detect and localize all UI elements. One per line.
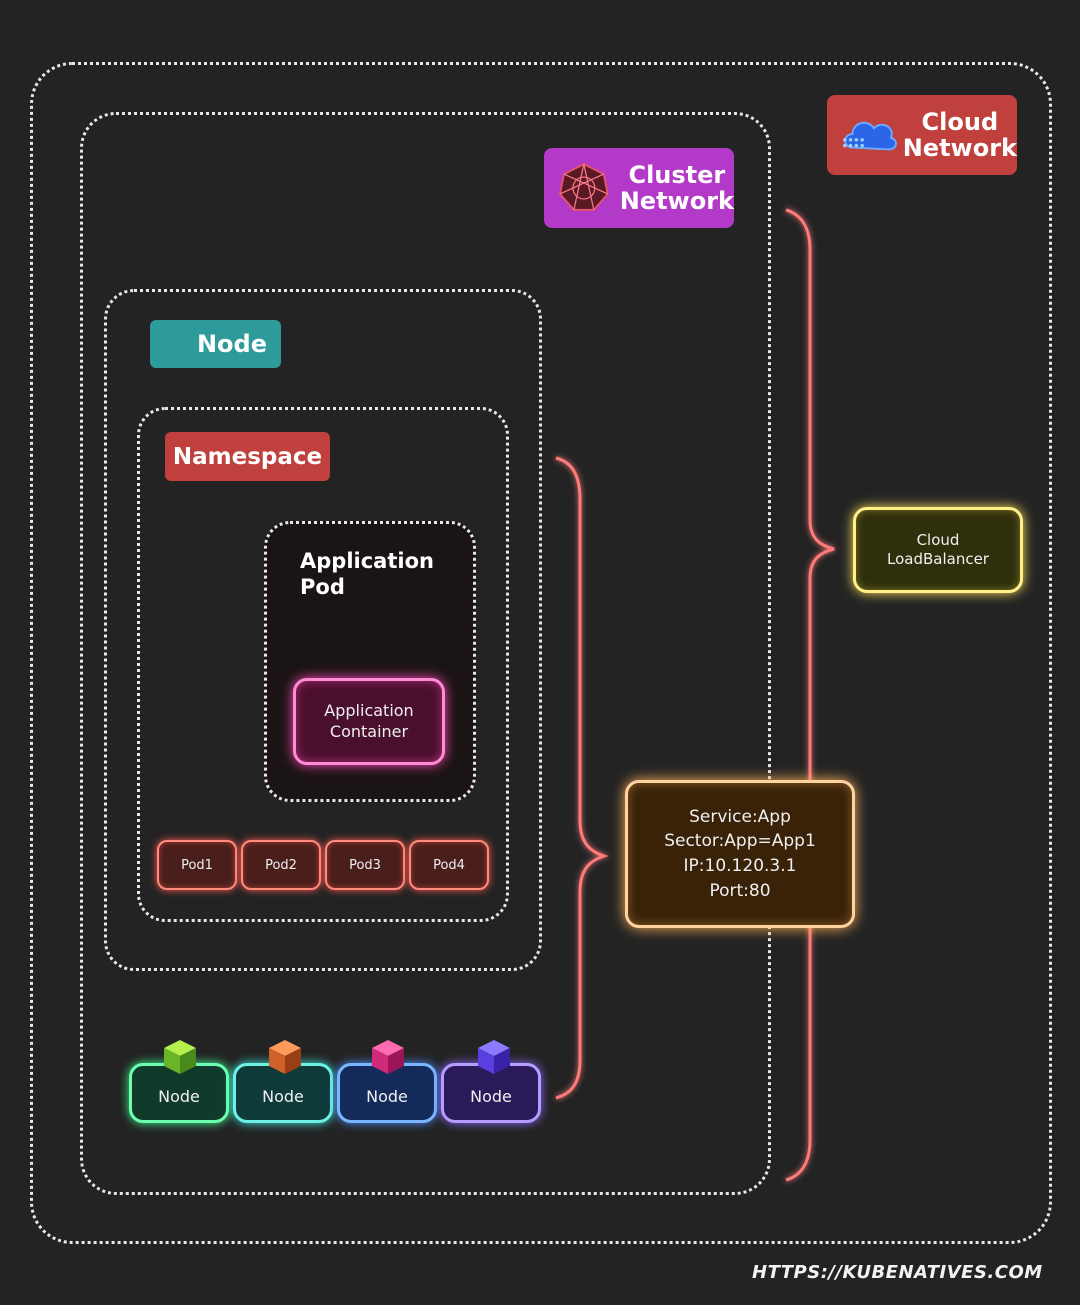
pod-1[interactable]: Pod1	[157, 840, 237, 890]
node-label: Node	[150, 320, 281, 368]
node-boundary	[104, 289, 542, 971]
service-name: Service:App	[689, 806, 791, 827]
cube-icon	[164, 1040, 196, 1074]
cube-icon	[372, 1040, 404, 1074]
cube-icon	[269, 1040, 301, 1074]
cloud-loadbalancer[interactable]: Cloud LoadBalancer	[853, 507, 1023, 593]
namespace-service-brace	[555, 456, 609, 1100]
namespace-label: Namespace	[165, 432, 330, 481]
cloud-network-text: Cloud Network	[902, 107, 1017, 162]
cluster-network-label: Cluster Network	[544, 148, 734, 228]
cloud-icon	[843, 121, 897, 151]
network-globe-icon	[558, 163, 609, 211]
service-ip: IP:10.120.3.1	[683, 856, 797, 876]
cluster-loadbalancer-brace	[785, 208, 835, 1182]
service-box[interactable]: Service:App Sector:App=App1 IP:10.120.3.…	[625, 780, 855, 928]
service-port: Port:80	[709, 880, 771, 901]
application-container[interactable]: Application Container	[293, 678, 445, 765]
pod-4[interactable]: Pod4	[409, 840, 489, 890]
cube-icon	[478, 1040, 510, 1074]
pod-2[interactable]: Pod2	[241, 840, 321, 890]
cloud-network-boundary	[30, 62, 1052, 1244]
cloud-network-label: Cloud Network	[827, 95, 1017, 175]
application-pod-label: Application Pod	[300, 549, 434, 600]
namespace-boundary	[137, 407, 509, 922]
pod-3[interactable]: Pod3	[325, 840, 405, 890]
footer-url[interactable]: HTTPS://KUBENATIVES.COM	[752, 1262, 1043, 1283]
cluster-network-text: Cluster Network	[619, 160, 734, 215]
service-selector: Sector:App=App1	[664, 831, 816, 852]
cluster-boundary	[80, 112, 771, 1195]
